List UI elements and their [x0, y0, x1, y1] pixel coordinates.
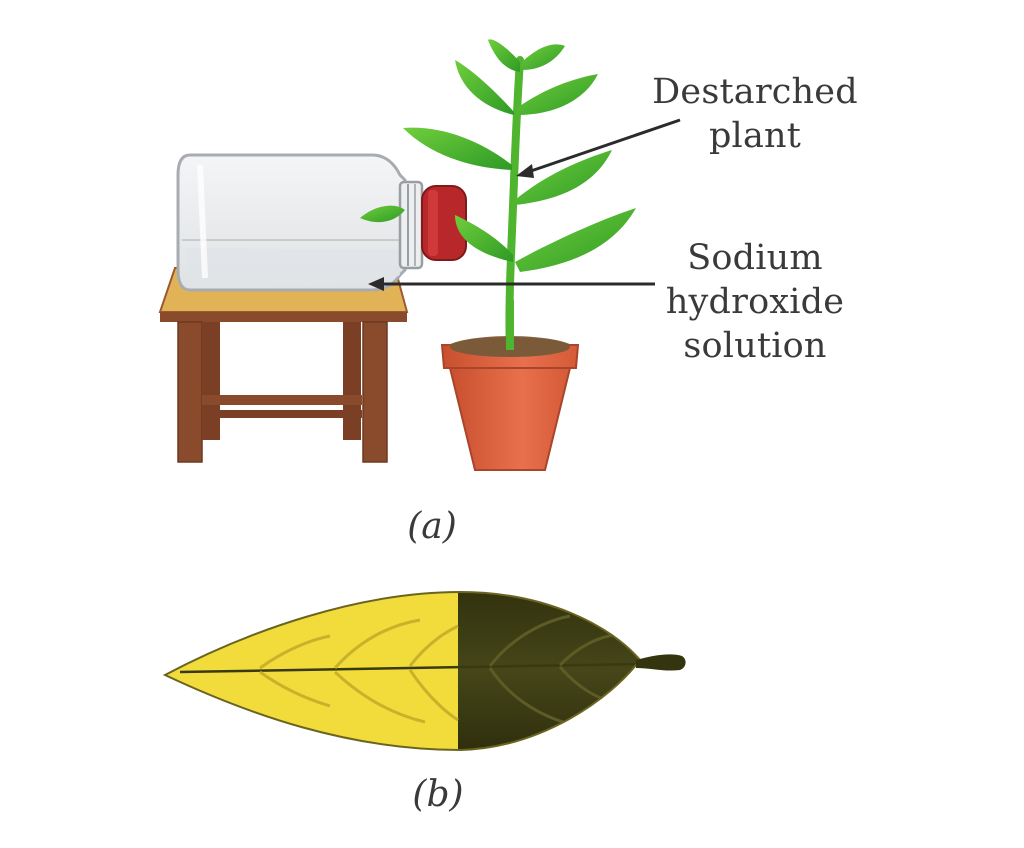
- clay-pot: [440, 300, 580, 471]
- label-line: plant: [708, 116, 802, 156]
- red-stopper: [421, 185, 467, 261]
- pointer-destarched-plant: [516, 118, 681, 178]
- label-line: Destarched: [652, 72, 858, 112]
- caption-b: (b): [412, 774, 464, 815]
- label-line: solution: [683, 326, 827, 366]
- label-sodium-hydroxide-solution: Sodium hydroxide solution: [640, 236, 870, 368]
- glass-bottle: [176, 153, 424, 292]
- label-destarched-plant: Destarched plant: [640, 70, 870, 158]
- iodine-tested-leaf: [162, 590, 686, 752]
- label-line: Sodium: [687, 238, 823, 278]
- caption-a: (a): [407, 506, 457, 547]
- label-line: hydroxide: [665, 282, 845, 322]
- plant: [403, 39, 636, 356]
- wooden-stool: [158, 267, 409, 463]
- pointer-sodium-hydroxide: [368, 277, 655, 291]
